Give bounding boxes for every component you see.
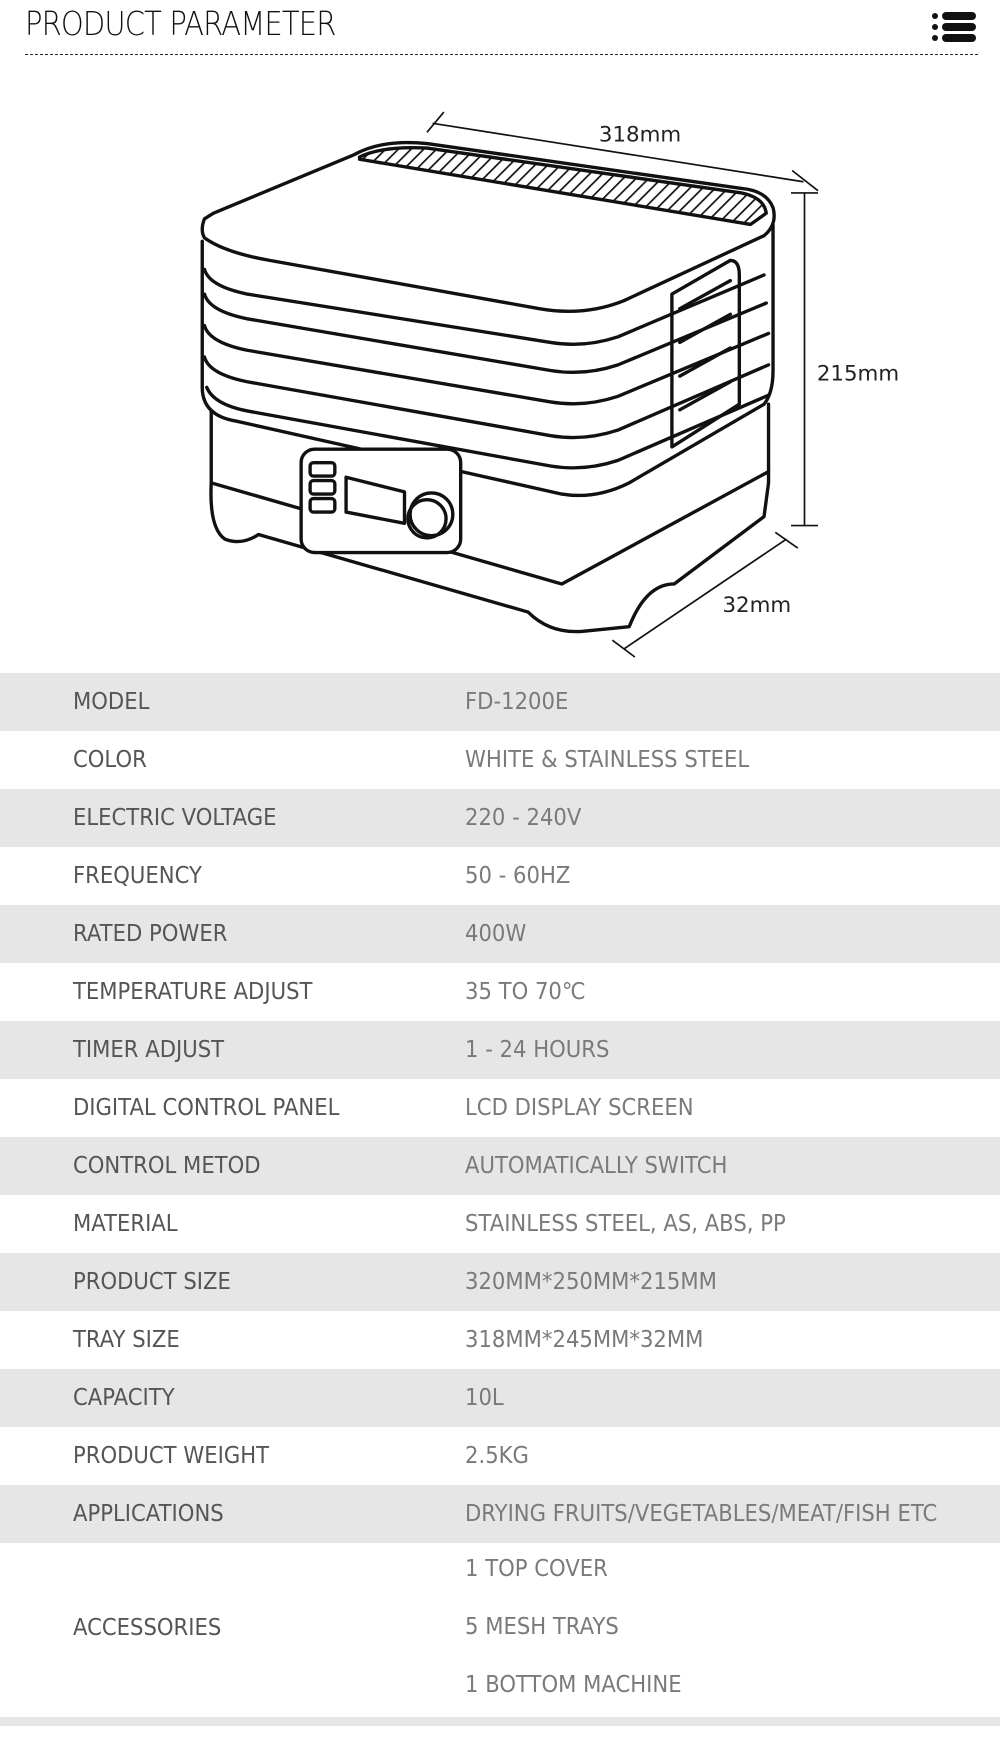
page-title: PRODUCT PARAMETER <box>25 4 336 43</box>
spec-value: STAINLESS STEEL, AS, ABS, PP <box>465 1211 786 1237</box>
spec-value: FD-1200E <box>465 689 569 715</box>
spec-value: 2.5KG <box>465 1443 529 1469</box>
spec-row: CAPACITY 10L <box>0 1369 1000 1427</box>
spec-label: MATERIAL <box>73 1211 178 1237</box>
spec-label: PRODUCT SIZE <box>73 1269 231 1295</box>
spec-row: APPLICATIONS DRYING FRUITS/VEGETABLES/MEA… <box>0 1485 1000 1543</box>
spec-value: 318MM*245MM*32MM <box>465 1327 704 1353</box>
spec-row: PRODUCT SIZE 320MM*250MM*215MM <box>0 1253 1000 1311</box>
spec-value: 1 - 24 HOURS <box>465 1037 610 1063</box>
spec-row: MODEL FD-1200E <box>0 673 1000 731</box>
width-dimension: 318mm <box>599 122 681 147</box>
spec-label: TIMER ADJUST <box>73 1037 225 1063</box>
spec-label: APPLICATIONS <box>73 1501 224 1527</box>
spec-row: COLOR WHITE & STAINLESS STEEL <box>0 731 1000 789</box>
accessory-item: 1 TOP COVER <box>465 1556 608 1582</box>
accessory-item: 1 BOTTOM MACHINE <box>465 1672 682 1698</box>
spec-row-accessories: ACCESSORIES 1 TOP COVER 5 MESH TRAYS 1 BOTT… <box>0 1543 1000 1717</box>
spec-row: PRODUCT WEIGHT 2.5KG <box>0 1427 1000 1485</box>
spec-label: TRAY SIZE <box>73 1327 180 1353</box>
spec-value: 320MM*250MM*215MM <box>465 1269 717 1295</box>
spec-table: MODEL FD-1200E COLOR WHITE & STAINLESS STEE… <box>0 673 1000 1726</box>
spec-value: AUTOMATICALLY SWITCH <box>465 1153 728 1179</box>
height-dimension: 215mm <box>817 362 899 387</box>
table-bottom-strip <box>0 1717 1000 1726</box>
spec-value: 400W <box>465 921 527 947</box>
list-icon[interactable] <box>932 12 976 42</box>
spec-row: ELECTRIC VOLTAGE 220 - 240V <box>0 789 1000 847</box>
spec-label: ACCESSORIES <box>73 1615 222 1641</box>
spec-row: MATERIAL STAINLESS STEEL, AS, ABS, PP <box>0 1195 1000 1253</box>
product-diagram: 318mm 215mm 32mm <box>200 111 899 658</box>
base-body <box>209 402 771 634</box>
spec-label: ELECTRIC VOLTAGE <box>73 805 277 831</box>
spec-row: TIMER ADJUST 1 - 24 HOURS <box>0 1021 1000 1079</box>
spec-label: DIGITAL CONTROL PANEL <box>73 1095 340 1121</box>
spec-value: DRYING FRUITS/VEGETABLES/MEAT/FISH ETC <box>465 1501 938 1527</box>
spec-value: LCD DISPLAY SCREEN <box>465 1095 694 1121</box>
spec-label: FREQUENCY <box>73 863 202 889</box>
spec-value: 220 - 240V <box>465 805 582 831</box>
spec-row: DIGITAL CONTROL PANEL LCD DISPLAY SCREEN <box>0 1079 1000 1137</box>
spec-label: TEMPERATURE ADJUST <box>73 979 313 1005</box>
spec-label: MODEL <box>73 689 150 715</box>
spec-row: TRAY SIZE 318MM*245MM*32MM <box>0 1311 1000 1369</box>
spec-label: PRODUCT WEIGHT <box>73 1443 270 1469</box>
spec-value: 35 TO 70℃ <box>465 979 586 1005</box>
spec-label: CAPACITY <box>73 1385 175 1411</box>
spec-row: TEMPERATURE ADJUST 35 TO 70℃ <box>0 963 1000 1021</box>
spec-row: RATED POWER 400W <box>0 905 1000 963</box>
spec-label: CONTROL METOD <box>73 1153 261 1179</box>
spec-label: COLOR <box>73 747 147 773</box>
dashed-divider <box>25 54 978 55</box>
spec-value: 50 - 60HZ <box>465 863 571 889</box>
spec-row: FREQUENCY 50 - 60HZ <box>0 847 1000 905</box>
spec-row: CONTROL METOD AUTOMATICALLY SWITCH <box>0 1137 1000 1195</box>
depth-dimension: 32mm <box>722 593 791 618</box>
spec-value: WHITE & STAINLESS STEEL <box>465 747 750 773</box>
spec-value: 10L <box>465 1385 504 1411</box>
accessory-item: 5 MESH TRAYS <box>465 1614 619 1640</box>
spec-label: RATED POWER <box>73 921 228 947</box>
